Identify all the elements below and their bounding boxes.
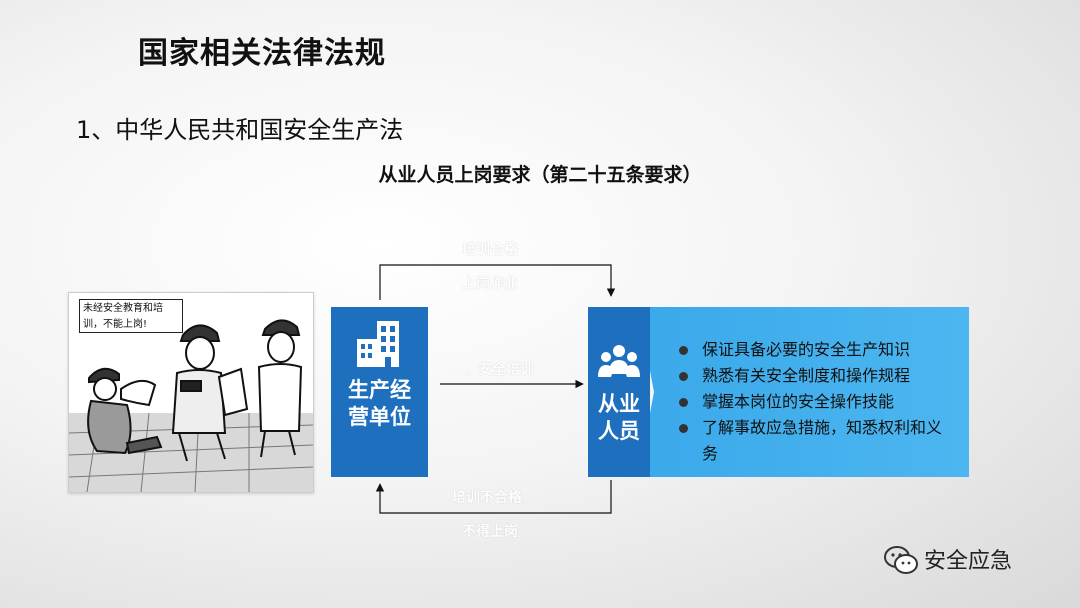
people-group-icon bbox=[598, 345, 640, 377]
worker-box: 从业人员 bbox=[588, 307, 650, 477]
company-label: 生产经营单位 bbox=[348, 378, 411, 429]
building-icon bbox=[357, 321, 399, 367]
arrow-pass bbox=[379, 264, 616, 300]
flow-label-pass-top: 培训合格 bbox=[462, 242, 518, 258]
cartoon-drawing bbox=[69, 319, 313, 492]
list-item: 了解事故应急措施，知悉权利和义务 bbox=[676, 415, 956, 467]
flow-label-fail-top: 培训不合格 bbox=[452, 490, 522, 506]
wechat-icon bbox=[884, 546, 918, 574]
arrow-fail bbox=[375, 480, 612, 514]
list-item: 掌握本岗位的安全操作技能 bbox=[676, 389, 956, 415]
safety-cartoon: 未经安全教育和培训，不能上岗! bbox=[68, 292, 314, 493]
requirements-panel: 保证具备必要的安全生产知识 熟悉有关安全制度和操作规程 掌握本岗位的安全操作技能… bbox=[638, 307, 969, 477]
page-title: 国家相关法律法规 bbox=[138, 36, 386, 71]
flow-label-fail-bottom: 不得上岗 bbox=[462, 524, 518, 540]
list-item: 保证具备必要的安全生产知识 bbox=[676, 337, 956, 363]
section-title: 1、中华人民共和国安全生产法 bbox=[76, 116, 404, 144]
flow-label-training: ，安全培训 bbox=[464, 362, 534, 378]
worker-label: 从业人员 bbox=[598, 392, 640, 443]
company-box: 生产经营单位 bbox=[331, 307, 428, 477]
requirements-list: 保证具备必要的安全生产知识 熟悉有关安全制度和操作规程 掌握本岗位的安全操作技能… bbox=[676, 337, 956, 467]
list-item: 熟悉有关安全制度和操作规程 bbox=[676, 363, 956, 389]
flow-label-pass-bottom: 上岗作业 bbox=[462, 276, 518, 292]
speech-bubble: 未经安全教育和培训，不能上岗! bbox=[79, 299, 183, 333]
diagram-subtitle: 从业人员上岗要求（第二十五条要求） bbox=[378, 164, 702, 186]
watermark-text: 安全应急 bbox=[924, 549, 1013, 574]
